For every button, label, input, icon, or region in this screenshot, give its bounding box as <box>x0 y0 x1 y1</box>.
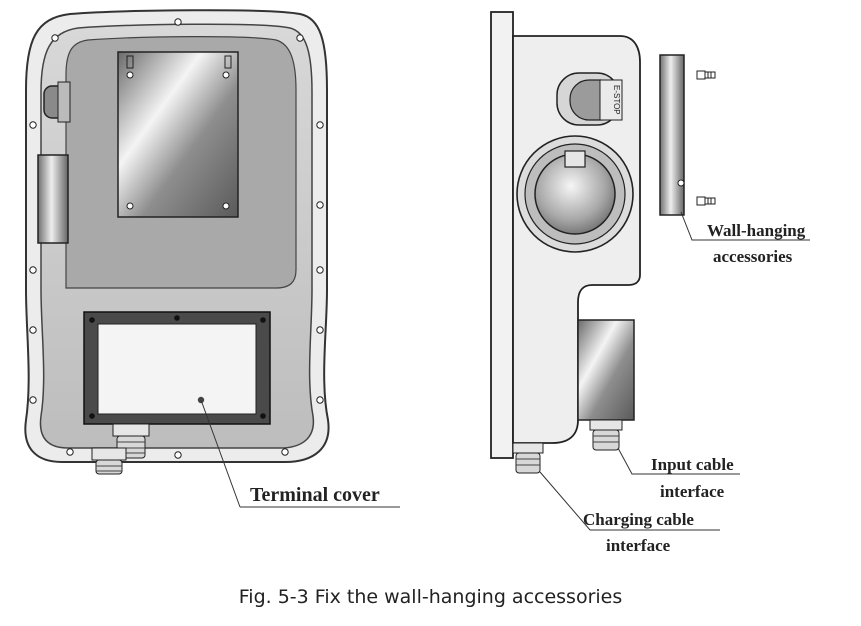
charging-cable-label-1: Charging cable <box>583 510 694 529</box>
terminal-cover-label: Terminal cover <box>250 484 380 506</box>
front-cable-gland-2 <box>91 447 127 475</box>
screw-icon <box>260 317 266 323</box>
side-button-cap <box>57 81 71 123</box>
charging-cable-leader <box>539 471 720 531</box>
mounting-plate <box>490 11 514 459</box>
display-tab-left <box>126 55 134 69</box>
screw-icon <box>696 70 716 80</box>
rim-screws <box>29 18 324 459</box>
wall-hanging-label-1: Wall-hanging <box>707 221 806 240</box>
charging-cable-gland <box>512 442 544 474</box>
input-cable-gland <box>589 419 623 451</box>
screw-icon <box>696 196 716 206</box>
display-tab-right <box>224 55 232 69</box>
terminal-cover <box>97 323 257 415</box>
screw-icon <box>260 413 266 419</box>
figure-caption: Fig. 5-3 Fix the wall-hanging accessorie… <box>238 586 623 608</box>
junction-box <box>577 319 635 421</box>
screw-icon <box>126 202 134 210</box>
side-view: E-STOP <box>490 11 810 555</box>
screw-icon <box>222 71 230 79</box>
charging-cable-label-2: interface <box>606 536 671 555</box>
screw-icon <box>126 71 134 79</box>
input-cable-label-1: Input cable <box>651 455 734 474</box>
terminal-cover-leader <box>200 399 241 508</box>
bracket-hole <box>677 179 685 187</box>
estop-label: E-STOP <box>612 85 621 115</box>
screw-icon <box>89 317 95 323</box>
estop-label-plate <box>599 79 623 121</box>
wall-hanging-label-2: accessories <box>713 247 793 266</box>
charging-socket-latch <box>564 150 586 168</box>
input-cable-leader <box>617 447 740 475</box>
input-cable-label-2: interface <box>660 482 725 501</box>
wall-hanging-bracket <box>659 54 685 216</box>
wall-hanging-leader <box>680 211 810 241</box>
display-window <box>117 51 239 218</box>
screw-icon <box>174 315 180 321</box>
screw-icon <box>222 202 230 210</box>
screw-icon <box>89 413 95 419</box>
front-view: Terminal cover <box>24 9 400 508</box>
side-bracket <box>37 154 69 244</box>
